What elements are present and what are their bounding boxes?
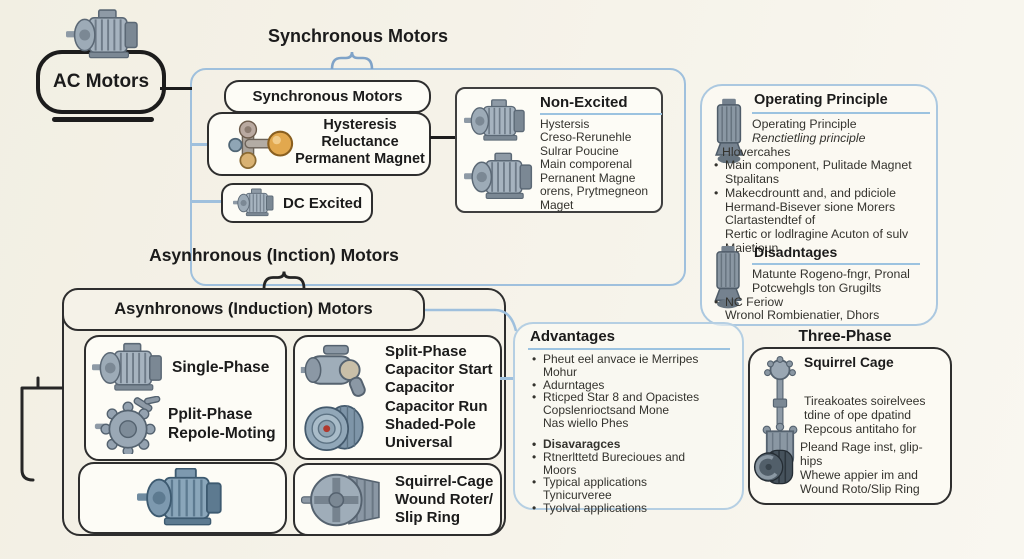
dc-excited-label: DC Excited (283, 194, 363, 212)
connector-hysteresis-to-nonexcited (430, 136, 456, 139)
advantages-body: Pheut eel anvace ie Merripes Mohur Adurn… (530, 353, 735, 515)
hysteresis-box: Hysteresis Reluctance Permanent Magnet (207, 112, 431, 176)
motor-icon (464, 150, 538, 204)
disadvantages-body: Matunte Rogeno-fngr, Pronal Potcwehgls t… (712, 267, 934, 324)
rotor-icon (225, 117, 299, 173)
sync-header-label: Synchronous Motors (252, 88, 403, 105)
blue-motor-icon (137, 468, 229, 528)
split-phase-label: Split-Phase Capacitor Start Capacitor Ca… (385, 342, 493, 452)
single-phase-label: Single-Phase (172, 359, 270, 376)
non-excited-box: Non-Excited Hystersis Creso-Rerunehle Su… (455, 87, 663, 213)
non-excited-icons (464, 94, 540, 206)
advantages-item: Rtnerlttetd Burecioues and Moors (530, 450, 735, 477)
operating-panel: Operating Principle Operating Principle … (700, 84, 938, 326)
non-excited-title: Non-Excited (540, 94, 628, 111)
advantages-title: Advantages (530, 328, 616, 345)
operating-item: Makecdrountt and, and pdiciole Hermand-B… (712, 186, 934, 256)
plain-motor-box (78, 462, 287, 534)
ac-motor-icon (66, 8, 144, 62)
motor-icon (233, 188, 277, 218)
operating-body: Operating Principle Renctietling princip… (712, 117, 934, 256)
disadvantages-title: Disadntages (754, 244, 838, 260)
non-excited-underline (540, 113, 662, 115)
split-small-row: Pplit-Phase Repole-Moting (92, 396, 279, 454)
async-header-label: Asynhronows (Induction) Motors (114, 300, 373, 318)
three-phase-title: Three-Phase (798, 328, 892, 345)
gear-rotor-icon (92, 396, 164, 454)
capacitor-motor-icon (299, 341, 379, 399)
operating-title: Operating Principle (754, 92, 888, 108)
squirrel-cage-box: Squirrel-Cage Wound Roter/ Slip Ring (293, 463, 502, 536)
disadvantages-underline (752, 263, 920, 265)
operating-item: Hlovercahes (722, 144, 791, 159)
sync-connector-stub-1 (190, 143, 209, 146)
single-phase-row: Single-Phase (92, 342, 279, 394)
non-excited-content: Non-Excited Hystersis Creso-Rerunehle Su… (540, 94, 662, 211)
advantages-item: Typical applications Tynicurveree (530, 476, 735, 502)
split-phase-box: Split-Phase Capacitor Start Capacitor Ca… (293, 335, 502, 460)
left-connector-line (20, 376, 64, 482)
squirrel-cage-title: Squirrel Cage (804, 355, 894, 370)
disadvantages-item: NC Feriow Wronol Rombienatier, Dhors (712, 295, 934, 324)
split-phase-icons (299, 341, 385, 455)
sync-title-brace-icon (330, 51, 374, 69)
non-excited-body: Hystersis Creso-Rerunehle Sulrar Poucine… (540, 117, 649, 212)
advantages-underline (528, 348, 730, 350)
hysteresis-label: Hysteresis Reluctance Permanent Magnet (295, 117, 425, 168)
sync-connector-stub-2 (190, 200, 223, 203)
advantages-item: Rticped Star 8 and Opacistes Copslenrioc… (530, 391, 735, 430)
async-section-title: Asynhronous (Inction) Motors (149, 245, 399, 265)
advantages-item: Adurntages (530, 378, 735, 392)
split-phase-small-label: Pplit-Phase Repole-Moting (168, 406, 276, 442)
async-title-brace-icon (262, 271, 306, 289)
single-phase-box: Single-Phase Pplit-Phase Repole-Moting (84, 335, 287, 461)
advantages-item: Tyolval applications (530, 502, 735, 515)
disadvantages-item: Matunte Rogeno-fngr, Pronal Potcwehgls t… (752, 267, 910, 295)
drum-rotor-icon (299, 401, 371, 455)
operating-item: Main component, Pulitade Magnet Stpalita… (712, 159, 934, 187)
advantages-panel: Advantages Pheut eel anvace ie Merripes … (513, 322, 744, 515)
advantages-item: Pheut eel anvace ie Merripes Mohur (530, 353, 735, 379)
connector-async-to-advantages (425, 308, 518, 332)
dc-excited-box: DC Excited (221, 183, 373, 223)
ac-bubble-underline (52, 117, 154, 122)
sync-section-title: Synchronous Motors (267, 26, 448, 46)
motor-icon (464, 98, 530, 144)
ac-motors-label: AC Motors (52, 71, 150, 92)
cage-rotor-icon (299, 470, 391, 530)
squirrel-cage-label: Squirrel-Cage Wound Roter/ Slip Ring (395, 472, 494, 526)
sync-header-box: Synchronous Motors (224, 80, 431, 113)
three-phase-box: Squirrel Cage Tireakoates soirelvees tdi… (748, 347, 952, 505)
advantages-item: Disavaragces (530, 438, 735, 451)
operating-underline (752, 112, 930, 114)
connector-ac-to-sync (160, 87, 192, 90)
three-phase-body-2: Pleand Rage inst, glip- hips Whewe appie… (800, 440, 923, 496)
dark-cage-icon (752, 441, 804, 493)
async-header-box: Asynhronows (Induction) Motors (62, 288, 425, 331)
operating-item: Operating Principle (752, 117, 857, 131)
motor-icon (92, 342, 168, 394)
sync-container (190, 68, 686, 286)
operating-item: Renctietling principle (752, 130, 866, 145)
three-phase-body-1: Tireakoates soirelvees tdine of ope dpat… (804, 394, 926, 436)
connector-split-stub (500, 377, 513, 380)
